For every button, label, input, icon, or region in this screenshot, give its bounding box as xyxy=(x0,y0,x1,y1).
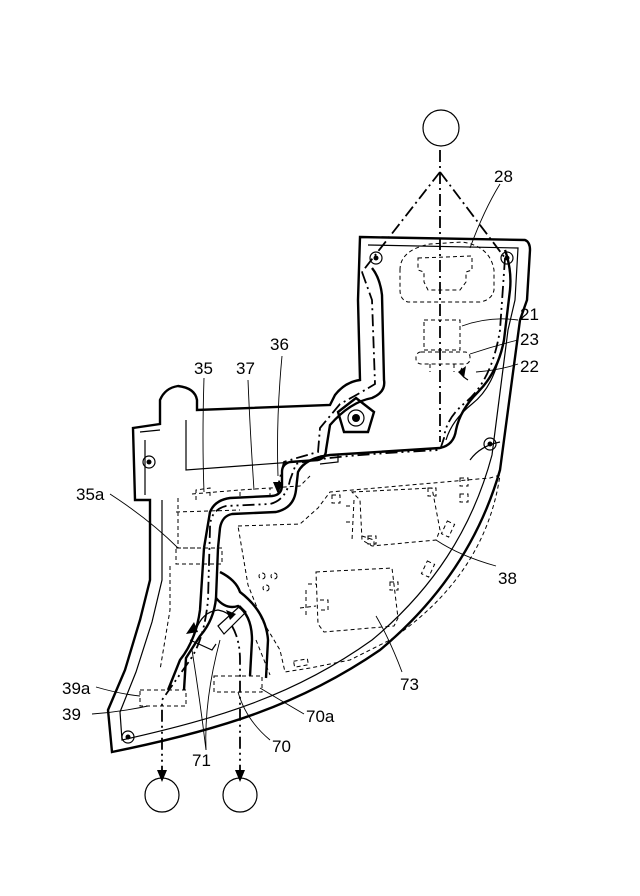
component-28 xyxy=(418,256,472,290)
cavity-inner-edge xyxy=(160,498,270,675)
housing-inner-rim xyxy=(120,245,518,740)
connector-bottom-right xyxy=(223,778,257,812)
pad xyxy=(441,521,454,537)
label-38: 38 xyxy=(498,569,517,588)
label-71: 71 xyxy=(192,751,211,770)
bolt-center xyxy=(352,414,360,422)
label-37: 37 xyxy=(236,359,255,378)
component-23 xyxy=(416,352,470,364)
label-70: 70 xyxy=(272,737,291,756)
label-21: 21 xyxy=(520,305,539,324)
pad xyxy=(421,561,434,577)
pad xyxy=(332,495,340,503)
sensor-39a xyxy=(140,690,186,706)
board-73-details xyxy=(300,584,328,616)
label-28: 28 xyxy=(494,167,513,186)
flow-main-right xyxy=(162,258,505,774)
component-21-leg xyxy=(430,364,454,372)
label-73: 73 xyxy=(400,675,419,694)
pin xyxy=(271,573,277,579)
connector-bottom-left xyxy=(145,778,179,812)
flow-left-arrow-head xyxy=(157,770,167,782)
component-21 xyxy=(424,320,460,350)
label-22: 22 xyxy=(520,357,539,376)
pad xyxy=(428,488,436,496)
label-70a: 70a xyxy=(306,707,335,726)
upper-step-rim xyxy=(140,420,320,495)
pad xyxy=(460,494,468,502)
flow-top-left xyxy=(362,172,440,272)
lane-right-inner xyxy=(220,572,268,678)
housing-outline xyxy=(108,237,530,752)
board-38-details xyxy=(346,500,374,548)
lane-right xyxy=(216,598,252,676)
sensor-70a xyxy=(214,676,262,692)
sensor-35a xyxy=(176,548,222,564)
label-39: 39 xyxy=(62,705,81,724)
flow-22-arrow-head xyxy=(458,366,466,378)
flow-to-right-bin xyxy=(232,626,240,774)
top-bracket xyxy=(400,242,494,302)
label-35a: 35a xyxy=(76,485,105,504)
label-36: 36 xyxy=(270,335,289,354)
label-23: 23 xyxy=(520,330,539,349)
pin xyxy=(259,573,265,579)
connector-top xyxy=(423,110,459,146)
pad xyxy=(460,478,468,486)
label-39a: 39a xyxy=(62,679,91,698)
mounting-holes xyxy=(122,252,513,743)
pad xyxy=(294,659,309,667)
pin xyxy=(263,585,269,591)
pad xyxy=(368,536,376,544)
flow-right-arrow-head xyxy=(235,770,245,782)
label-35: 35 xyxy=(194,359,213,378)
